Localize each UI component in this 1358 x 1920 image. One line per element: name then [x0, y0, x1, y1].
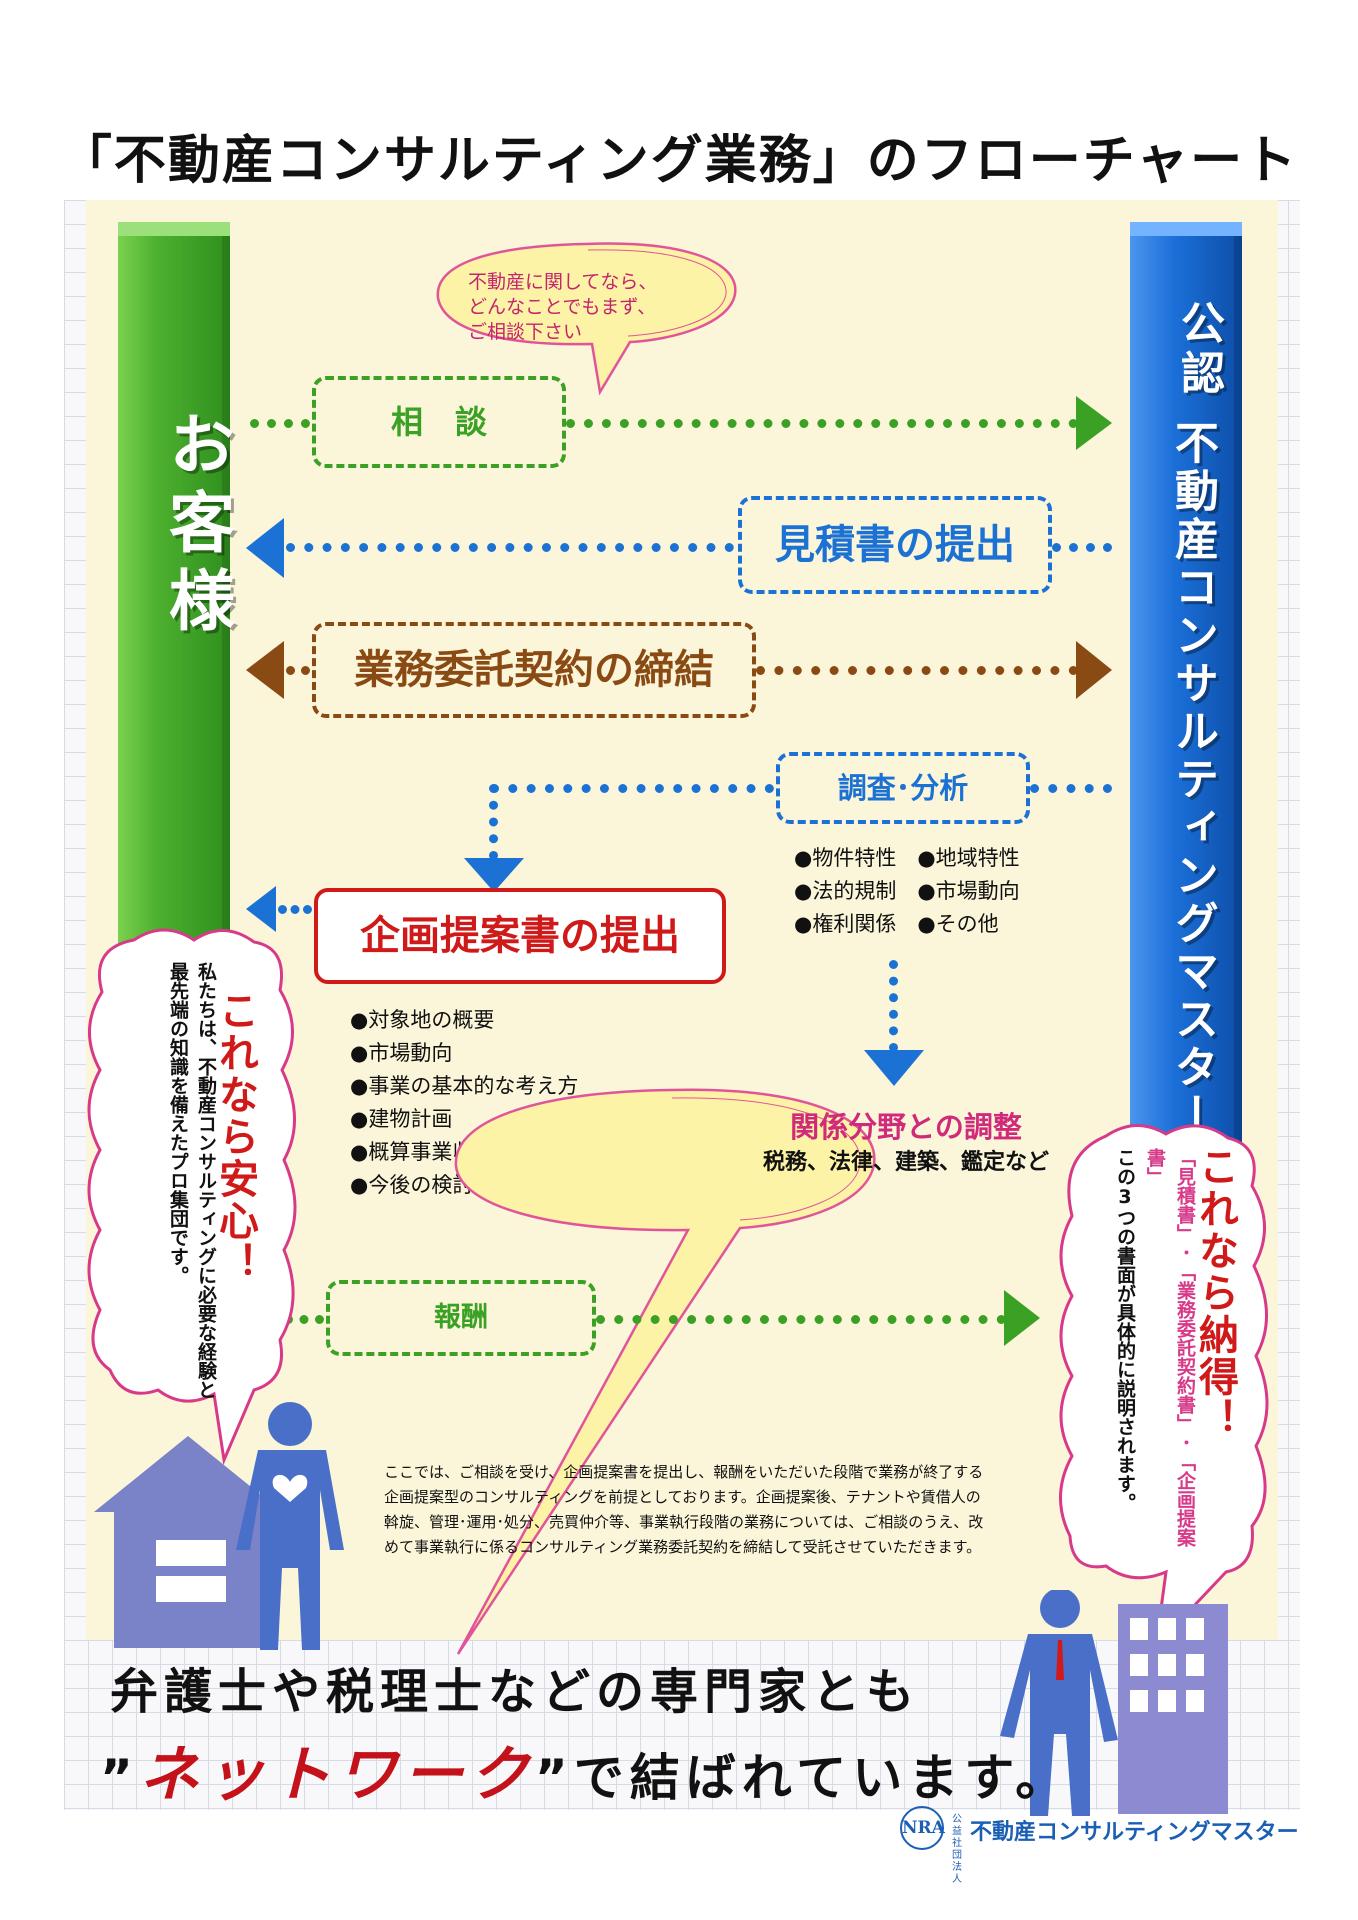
- client-label: お客様: [158, 410, 235, 644]
- fee-line-right: [596, 1315, 1006, 1324]
- contract-arrow-head-left: [246, 641, 284, 699]
- research-line-down: [489, 784, 498, 860]
- proposal-items: ●対象地の概要 ●市場動向 ●事業の基本的な考え方 ●建物計画 ●概算事業収支計…: [350, 1004, 578, 1202]
- satisfaction-headline: これなら納得！: [1192, 1146, 1238, 1440]
- proposal-arrow-head: [246, 886, 276, 932]
- research-item: ●権利関係: [794, 912, 897, 936]
- research-item: ●市場動向: [917, 879, 1020, 903]
- reassurance-headline: これなら安心！: [212, 990, 258, 1284]
- consult-line-right: [566, 419, 1078, 428]
- step-fee: 報酬: [326, 1280, 596, 1356]
- consultant-label: 不動産コンサルティングマスター: [1167, 420, 1218, 1140]
- footer-org-name: 不動産コンサルティングマスター: [970, 1820, 1299, 1845]
- consult-line-left: [250, 419, 310, 428]
- reassurance-body: 私たちは、不動産コンサルティングに必要な経験と 最先端の知識を備えたプロ集団です…: [164, 962, 220, 1432]
- research-item-row: ●物件特性 ●地域特性: [794, 842, 1020, 875]
- step-research: 調査･分析: [776, 752, 1030, 824]
- tie-icon: [1056, 1640, 1064, 1680]
- network-message-rest: で結ばれています。: [573, 1749, 1072, 1807]
- satisfaction-body-line-2: この3つの書面が具体的に説明されます。: [1114, 1148, 1136, 1512]
- step-estimate: 見積書の提出: [738, 496, 1052, 594]
- heart-icon: [272, 1474, 308, 1502]
- research-item: ●地域特性: [917, 846, 1020, 870]
- estimate-line-right: [1052, 543, 1112, 552]
- nra-logo-icon: NRA: [900, 1806, 945, 1850]
- proposal-item: ●対象地の概要: [350, 1008, 495, 1032]
- step-contract: 業務委託契約の締結: [312, 622, 756, 718]
- proposal-line: [278, 905, 312, 914]
- contract-line-left: [286, 666, 310, 675]
- consult-arrow-head: [1076, 396, 1112, 450]
- proposal-item: ●建物計画: [350, 1107, 453, 1131]
- proposal-item: ●市場動向: [350, 1041, 453, 1065]
- research-line-left: [490, 784, 774, 793]
- coordination-arrow-head: [864, 1050, 924, 1086]
- research-item: ●法的規制: [794, 879, 897, 903]
- consult-speech-text: 不動産に関してなら、 どんなことでもまず、 ご相談下さい: [468, 270, 657, 345]
- research-item-row: ●法的規制 ●市場動向: [794, 875, 1020, 908]
- estimate-line-left: [286, 543, 734, 552]
- disclaimer-note: ここでは、ご相談を受け、企画提案書を提出し、報酬をいただいた段階で業務が終了する…: [384, 1463, 984, 1556]
- satisfaction-body-line-1: 「見積書」･「業務委託契約書」･「企画提案書」: [1144, 1148, 1196, 1547]
- satisfaction-bubble: [1059, 1124, 1269, 1651]
- page-title: 「不動産コンサルティング業務」のフローチャート: [59, 131, 1299, 191]
- proposal-item: ●事業の基本的な考え方: [350, 1074, 579, 1098]
- footer-org-type: 公益社団法人: [952, 1814, 962, 1885]
- satisfaction-body: 「見積書」･「業務委託契約書」･「企画提案書」 この3つの書面が具体的に説明され…: [1110, 1148, 1200, 1578]
- reassurance-bubble: [87, 928, 297, 1466]
- estimate-arrow-head: [246, 518, 284, 578]
- close-quote: ”: [534, 1749, 574, 1807]
- research-items: ●物件特性 ●地域特性 ●法的規制 ●市場動向 ●権利関係 ●その他: [794, 842, 1020, 941]
- consult-speech-line-3: ご相談下さい: [468, 321, 583, 343]
- network-message-line-1: 弁護士や税理士などの専門家とも: [110, 1664, 921, 1720]
- consultant-figure-illustration: [1000, 1590, 1228, 1816]
- open-quote: ”: [100, 1749, 139, 1807]
- step-consult: 相 談: [312, 376, 566, 468]
- research-arrow-head: [464, 858, 524, 892]
- consult-speech-bubble: [436, 242, 737, 396]
- coordination-subtitle: 税務、法律、建築、鑑定など: [762, 1150, 1049, 1175]
- fee-line-left: [284, 1315, 324, 1324]
- fee-arrow-head: [1004, 1290, 1040, 1346]
- network-highlight-word: ネットワーク: [138, 1740, 535, 1810]
- coordination-speech-bubble: [454, 1088, 876, 1655]
- house-roof: [94, 1436, 282, 1512]
- research-line-right: [1030, 784, 1112, 793]
- consult-speech-line-1: 不動産に関してなら、: [468, 271, 658, 293]
- network-message-line-2: ”ネットワーク”で結ばれています。: [100, 1726, 1071, 1813]
- contract-line-right: [756, 666, 1078, 675]
- reassurance-body-line-1: 私たちは、不動産コンサルティングに必要な経験と: [195, 962, 217, 1399]
- consult-speech-line-2: どんなことでもまず、: [468, 296, 657, 318]
- research-item-row: ●権利関係 ●その他: [794, 908, 1020, 941]
- coordination-title: 関係分野との調整: [790, 1110, 1022, 1144]
- research-item: ●その他: [917, 912, 999, 936]
- consultant-label-prefix: 公認: [1173, 300, 1224, 400]
- client-figure-illustration: [94, 1402, 344, 1650]
- research-item: ●物件特性: [794, 846, 897, 870]
- footer-logo: NRA 公益社団法人 不動産コンサルティングマスター: [900, 1806, 1299, 1885]
- reassurance-body-line-2: 最先端の知識を備えたプロ集団です。: [167, 962, 189, 1285]
- step-proposal: 企画提案書の提出: [314, 888, 726, 984]
- coordination-line-down: [889, 960, 898, 1052]
- contract-arrow-head-right: [1076, 641, 1112, 699]
